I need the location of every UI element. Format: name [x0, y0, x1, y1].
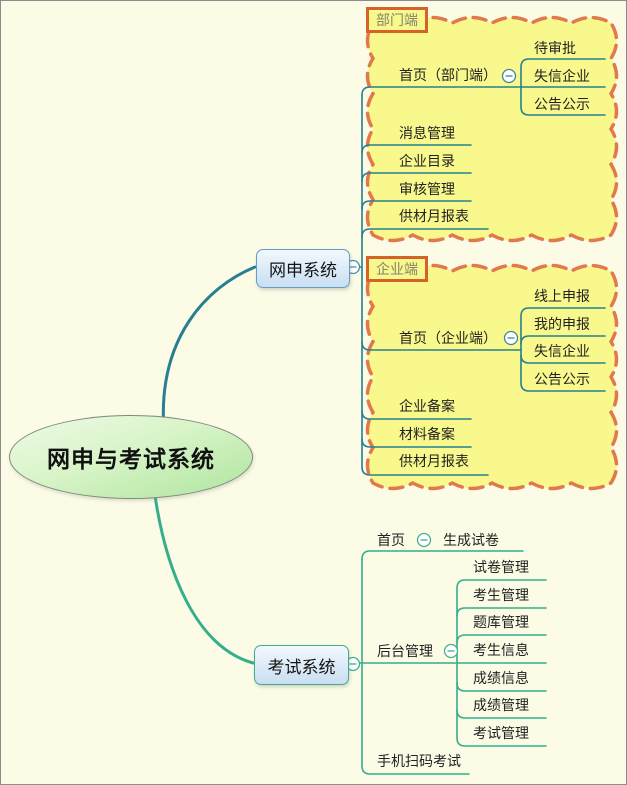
topic-web-apply-label: 网申系统 — [269, 261, 337, 280]
topic-ent-notice[interactable]: 公告公示 — [534, 371, 590, 387]
topic-exam-label: 考试系统 — [267, 657, 336, 677]
topic-dept-dishonest[interactable]: 失信企业 — [534, 68, 590, 84]
topic-ent-home[interactable]: 首页（企业端） — [399, 330, 497, 346]
topic-dept-directory[interactable]: 企业目录 — [399, 153, 455, 169]
collapse-exam-home-button[interactable] — [416, 532, 432, 548]
collapse-ent-home-button[interactable] — [503, 330, 519, 346]
topic-exam-paper-mgmt[interactable]: 试卷管理 — [473, 559, 529, 575]
topic-exam-bank-mgmt[interactable]: 题库管理 — [473, 614, 529, 630]
collapse-exam-admin-button[interactable] — [443, 643, 459, 659]
topic-dept-pending[interactable]: 待审批 — [534, 40, 576, 56]
topic-exam-score-info[interactable]: 成绩信息 — [473, 670, 529, 686]
root-node[interactable]: 网申与考试系统 — [9, 415, 253, 499]
topic-ent-material[interactable]: 材料备案 — [399, 426, 455, 442]
topic-exam-candidate-info[interactable]: 考生信息 — [473, 642, 529, 658]
topic-ent-my-apply[interactable]: 我的申报 — [534, 316, 590, 332]
topic-exam-exam-mgmt[interactable]: 考试管理 — [473, 725, 529, 741]
topic-ent-online-apply[interactable]: 线上申报 — [534, 288, 590, 304]
topic-exam[interactable]: 考试系统 — [254, 645, 349, 685]
boundary-label-dept[interactable]: 部门端 — [366, 7, 428, 33]
connectors-web-apply — [161, 58, 606, 476]
topic-exam-mobile-scan[interactable]: 手机扫码考试 — [377, 753, 461, 769]
topic-ent-monthly[interactable]: 供材月报表 — [399, 453, 469, 469]
topic-dept-notice[interactable]: 公告公示 — [534, 96, 590, 112]
collapse-dept-home-button[interactable] — [501, 68, 517, 84]
topic-dept-home[interactable]: 首页（部门端） — [399, 67, 497, 83]
topic-web-apply[interactable]: 网申系统 — [256, 249, 350, 288]
topic-exam-gen-paper[interactable]: 生成试卷 — [443, 532, 499, 548]
cloud-boundary-ent — [365, 263, 619, 491]
topic-exam-admin[interactable]: 后台管理 — [377, 643, 433, 659]
topic-dept-messages[interactable]: 消息管理 — [399, 125, 455, 141]
topic-exam-candidate-mgmt[interactable]: 考生管理 — [473, 587, 529, 603]
topic-dept-audit[interactable]: 审核管理 — [399, 181, 455, 197]
root-label: 网申与考试系统 — [47, 446, 215, 472]
connectors-exam — [151, 479, 547, 775]
cloud-boundary-dept — [365, 15, 619, 243]
topic-ent-dishonest[interactable]: 失信企业 — [534, 343, 590, 359]
boundary-label-ent[interactable]: 企业端 — [366, 256, 428, 282]
topic-dept-monthly[interactable]: 供材月报表 — [399, 208, 469, 224]
topic-ent-record[interactable]: 企业备案 — [399, 398, 455, 414]
topic-exam-home[interactable]: 首页 — [377, 532, 405, 548]
topic-exam-score-mgmt[interactable]: 成绩管理 — [473, 697, 529, 713]
